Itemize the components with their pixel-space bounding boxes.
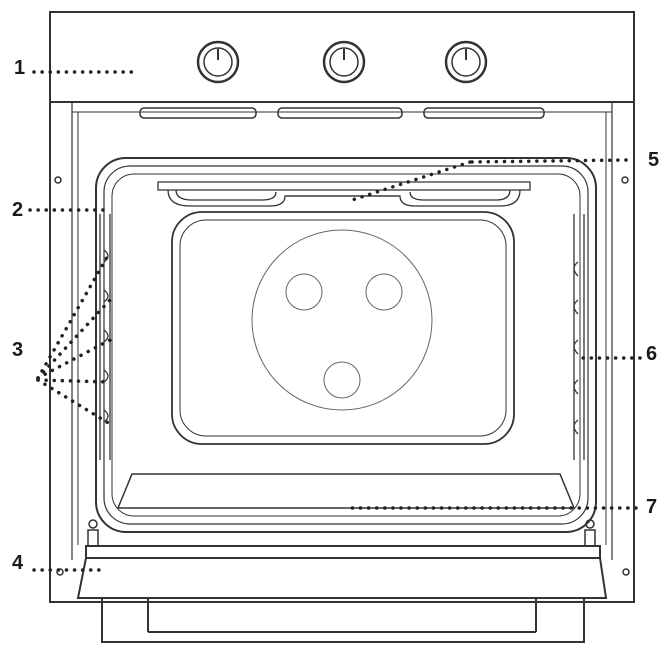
- grill-element: [157, 181, 531, 207]
- leader-3c: [36, 338, 112, 380]
- callout-7: 7: [646, 496, 658, 518]
- leader-3d: [36, 378, 112, 384]
- callout-5: 5: [648, 149, 660, 171]
- callout-6: 6: [646, 343, 658, 365]
- control-knob-left: [196, 40, 240, 84]
- leader-3e: [36, 378, 112, 426]
- oven-body: [49, 101, 635, 603]
- shelf-rails-right: [573, 214, 585, 460]
- control-panel: [49, 11, 635, 103]
- callout-4: 4: [12, 552, 24, 574]
- vent-slots: [139, 107, 545, 119]
- oven-cavity: [95, 157, 597, 533]
- control-knob-right: [444, 40, 488, 84]
- callout-2: 2: [12, 199, 24, 221]
- callout-3: 3: [12, 339, 24, 361]
- leader-3a: [36, 250, 112, 380]
- oven-cabinet-outline: [49, 101, 635, 603]
- leader-lines: [28, 70, 642, 572]
- fan-cover: [251, 229, 433, 411]
- oven-floor: [116, 473, 576, 509]
- oven-door: [76, 545, 608, 643]
- leader-3b: [36, 298, 112, 380]
- callout-1: 1: [14, 57, 26, 79]
- control-knob-center: [322, 40, 366, 84]
- back-panel: [171, 211, 515, 445]
- leader-5: [468, 158, 628, 164]
